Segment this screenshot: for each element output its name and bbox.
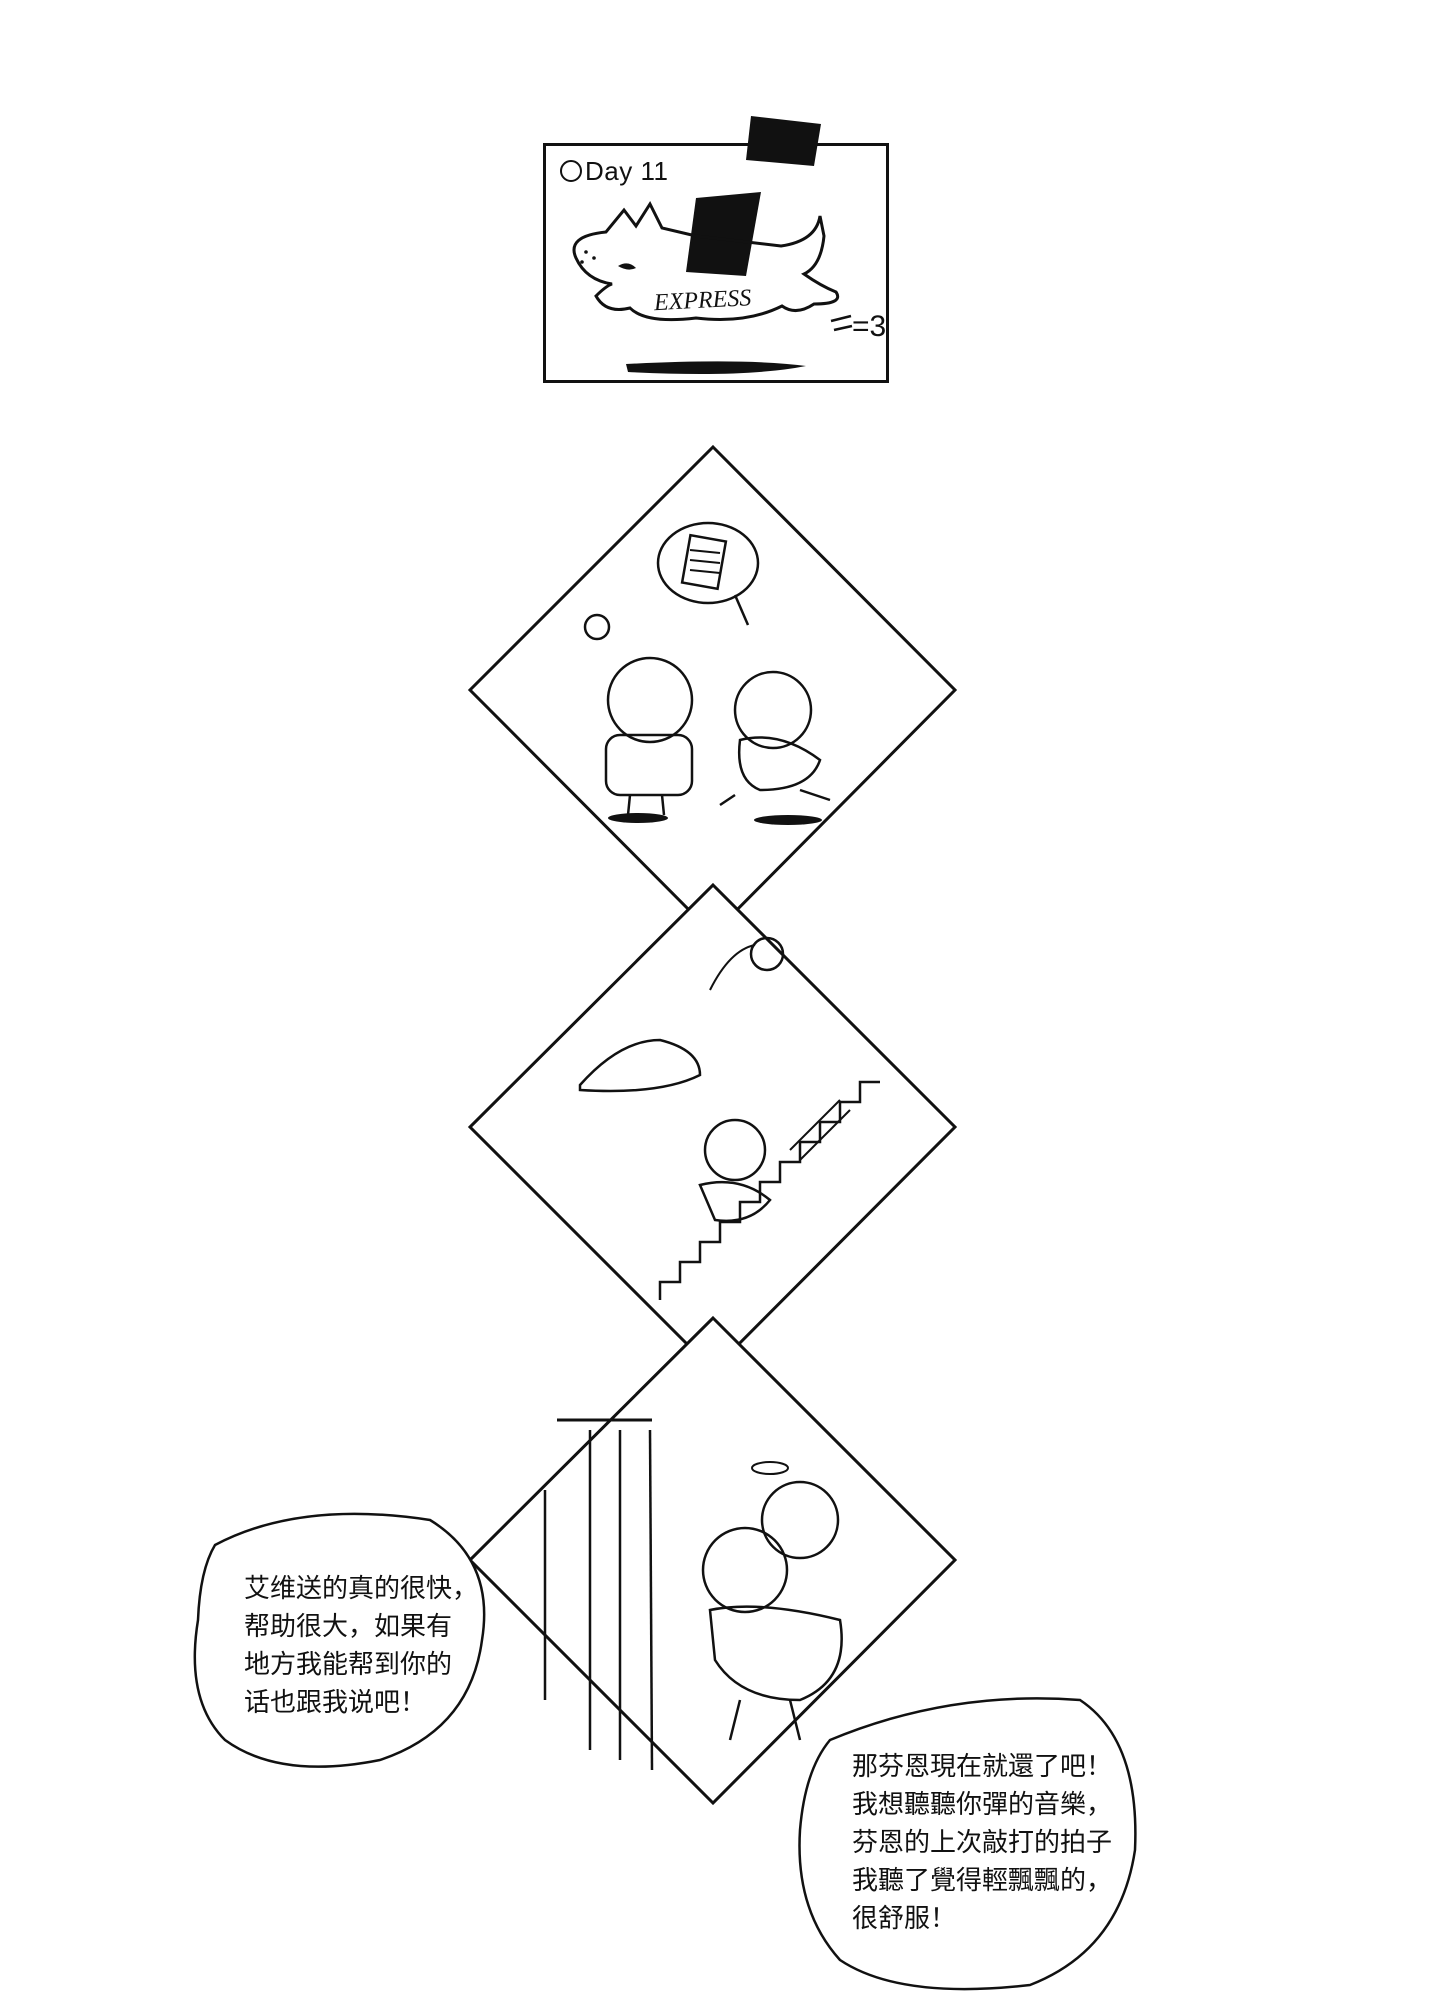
header-panel: Day 11 =3 EXPRESS: [543, 116, 889, 383]
bubble-right-line: 我聽了覺得輕飄飄的，: [852, 1866, 1113, 1896]
speech-bubble-left-text: 艾维送的真的很快， 帮助很大，如果有地方我能帮到你的话也跟我说吧！: [244, 1570, 478, 1722]
bubble-right-line: 很舒服！: [852, 1904, 957, 1934]
express-dog-drawing: =3 EXPRESS: [572, 116, 886, 374]
day-label: Day 11: [560, 156, 668, 187]
bubble-right-line: 那芬恩現在就還了吧！: [852, 1752, 1113, 1782]
bubble-left-line: 话也跟我说吧！: [244, 1688, 427, 1718]
bubble-right-line: 芬恩的上次敲打的拍子: [852, 1828, 1113, 1858]
dash-mark-text: =3: [852, 310, 886, 343]
circle-icon: [560, 160, 582, 182]
speech-bubble-right-text: 那芬恩現在就還了吧！ 我想聽聽你彈的音樂， 芬恩的上次敲打的拍子我聽了覺得輕飄飄的，…: [852, 1748, 1112, 1938]
bubble-right-line: 我想聽聽你彈的音樂，: [852, 1790, 1113, 1820]
bubble-left-line: 艾维送的真的很快，: [244, 1574, 479, 1604]
express-sign-text: EXPRESS: [652, 285, 752, 316]
bubble-left-line: 帮助很大，如果有: [244, 1612, 453, 1642]
day-text: Day 11: [585, 156, 669, 186]
bubble-left-line: 地方我能帮到你的: [244, 1650, 453, 1680]
